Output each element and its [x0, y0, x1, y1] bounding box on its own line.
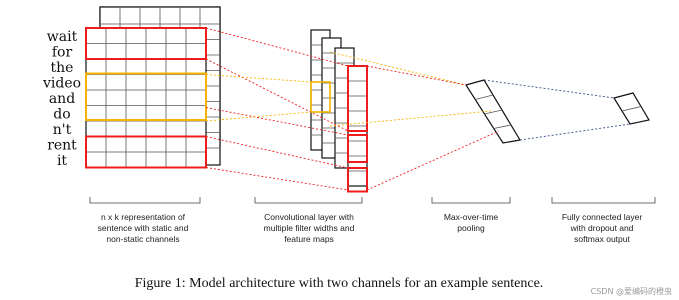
section-label-line: Convolutional layer with — [264, 212, 354, 222]
section-bracket — [431, 197, 511, 204]
filter-box-bottom — [85, 135, 207, 169]
max-pooling-vector — [465, 79, 521, 144]
word-7: rent — [47, 137, 77, 153]
word-1: for — [52, 44, 73, 60]
link-red-3 — [205, 136, 349, 169]
fully-connected-output — [613, 92, 650, 125]
word-3: video — [42, 75, 81, 91]
figure-caption: Figure 1: Model architecture with two ch… — [135, 276, 544, 291]
section-label-line: feature maps — [284, 234, 334, 244]
link-yellow-1 — [205, 74, 312, 83]
feature-map-yellow-highlight — [310, 81, 331, 113]
front-matrix — [85, 27, 207, 169]
connection-lines — [205, 27, 631, 191]
feature-map-bottom-highlight — [347, 167, 368, 193]
pool-frame — [465, 79, 521, 144]
section-bracket — [254, 197, 363, 204]
filter-box-top — [85, 27, 207, 60]
section-label-line: pooling — [457, 223, 485, 233]
link-red-2 — [205, 58, 349, 132]
pool-cell-line — [484, 109, 503, 115]
link-red-5 — [205, 107, 349, 136]
section-label-line: multiple filter widths and — [264, 223, 355, 233]
word-0: wait — [47, 29, 78, 45]
link-yellow-2 — [205, 111, 312, 122]
link-red-6 — [366, 65, 467, 86]
section-bracket — [551, 197, 656, 204]
word-8: it — [57, 153, 67, 169]
convolutional-feature-maps — [310, 29, 368, 193]
section-label-line: n x k representation of — [101, 212, 186, 222]
section-label-line: sentence with static and — [98, 223, 189, 233]
section-label-line: Fully connected layer — [562, 212, 642, 222]
watermark: CSDN @爱编码的橙虫 — [591, 286, 672, 296]
feature-map-top-highlight — [347, 65, 368, 132]
link-red-4 — [205, 167, 349, 191]
link-blue-1 — [483, 79, 615, 99]
section-bracket — [89, 197, 201, 204]
link-yellow-4 — [329, 110, 492, 127]
word-5: do — [53, 106, 70, 122]
fc-cell-line — [621, 106, 642, 112]
non-static-channel-matrix — [85, 27, 207, 169]
word-4: and — [49, 91, 75, 107]
pool-cell-line — [493, 124, 512, 129]
word-2: the — [51, 60, 74, 76]
filter-box-middle — [85, 72, 207, 121]
pool-cell-line — [475, 94, 494, 100]
word-6: n't — [53, 122, 72, 138]
link-red-7 — [366, 130, 500, 191]
section-label-line: Max-over-time — [444, 212, 499, 222]
link-red-1 — [205, 27, 349, 67]
section-label-line: softmax output — [574, 234, 630, 244]
feature-map-mid-highlight — [347, 134, 368, 163]
section-label-line: non-static channels — [106, 234, 179, 244]
link-blue-2 — [519, 123, 631, 141]
link-yellow-3 — [329, 51, 467, 86]
section-label-line: with dropout and — [570, 223, 634, 233]
